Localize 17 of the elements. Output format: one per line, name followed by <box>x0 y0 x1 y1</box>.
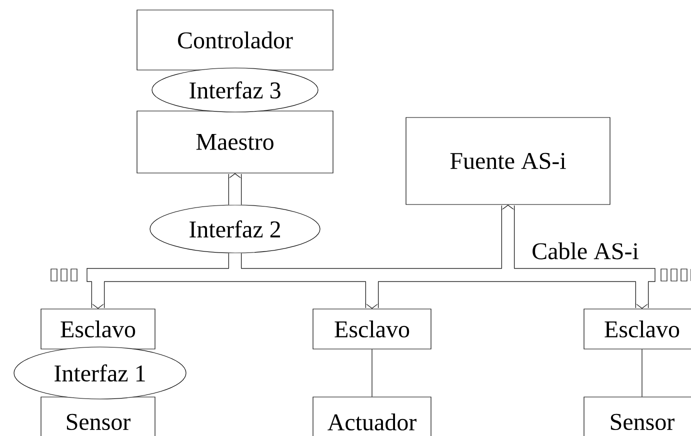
process-box: Sensor <box>40 396 156 436</box>
process-box: Sensor <box>584 396 691 436</box>
cable-arrow <box>91 282 105 309</box>
process-box: Esclavo <box>312 308 432 350</box>
cable-arrow <box>501 204 515 268</box>
cable-label: Cable AS-i <box>532 242 638 260</box>
process-box: Actuador <box>312 396 432 436</box>
cable-arrow <box>228 253 242 268</box>
cable-arrow <box>365 282 379 309</box>
cable-arrow <box>635 282 649 309</box>
process-box: Controlador <box>136 10 334 70</box>
cable-arrow <box>228 173 242 205</box>
cable-bar <box>86 268 656 282</box>
process-box: Maestro <box>136 110 334 174</box>
process-box: Esclavo <box>584 308 691 350</box>
process-box: Esclavo <box>40 308 156 350</box>
process-box: Fuente AS-i <box>406 117 610 205</box>
